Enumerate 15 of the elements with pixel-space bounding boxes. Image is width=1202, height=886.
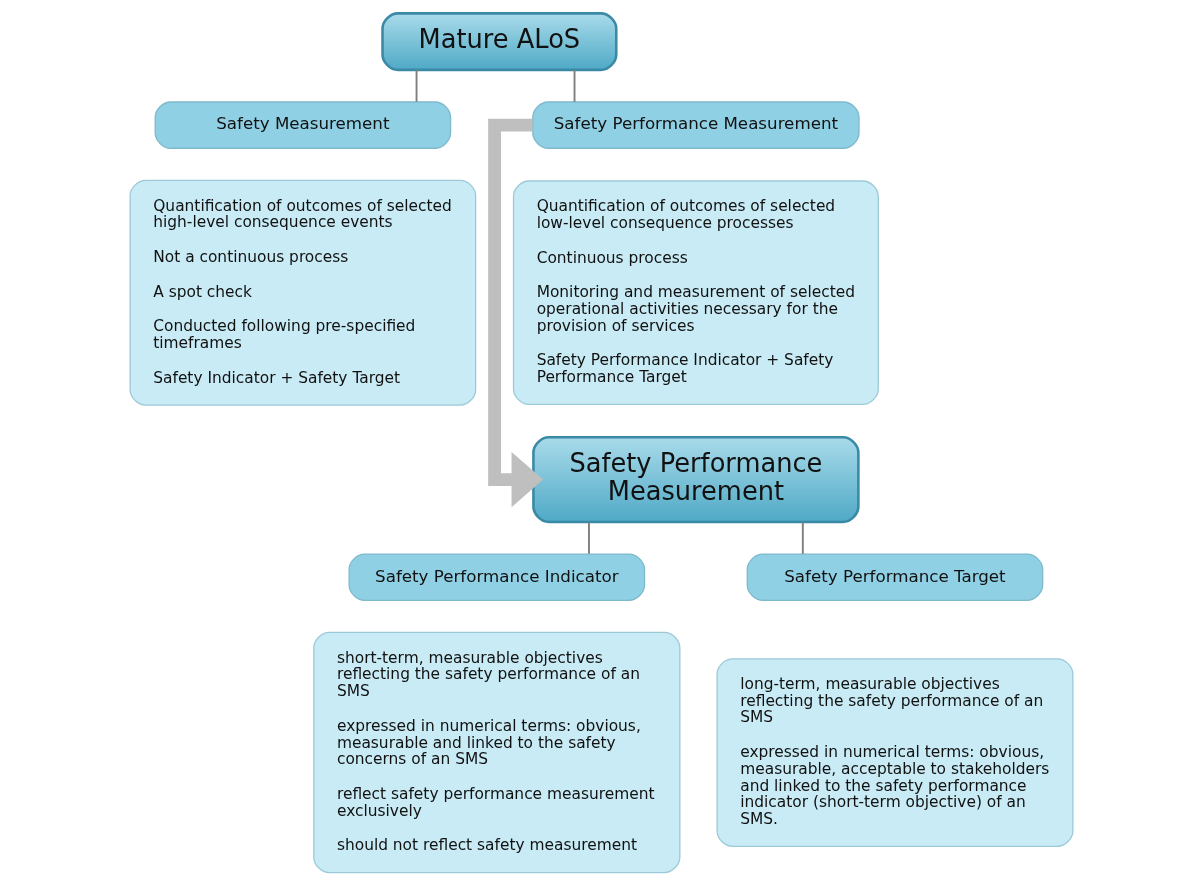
node-box: Quantification of outcomes of selected low-level consequence processes Continuous process Monitoring and measurement of selected operational activities necessary for the provision of services Safety Performance Indicator + Safety Performance Target <box>512 180 879 406</box>
node-box: Safety Performance Measurement <box>531 101 860 149</box>
node-box: Mature ALoS <box>380 12 618 72</box>
node-box: Safety Performance Measurement <box>531 435 860 524</box>
node-box: short-term, measurable objectives reflecting the safety performance of an SMS expressed in numerical terms: obvious, measurable and linked to the safety concerns of an SMS reflect safety performance measurement exclusively should not reflect safety measurement <box>312 631 680 874</box>
node-box: long-term, measurable objectives reflecting the safety performance of an SMS expressed in numerical terms: obvious, measurable, acceptable to stakeholders and linked to the safety performance indicator (short-term objective) of an SMS. <box>715 658 1073 847</box>
node-box: Safety Performance Target <box>746 553 1043 601</box>
arrow <box>487 118 543 508</box>
connector <box>573 68 575 103</box>
node-box: Safety Measurement <box>154 101 451 149</box>
connector <box>587 521 590 555</box>
connector <box>801 521 804 555</box>
node-box: Safety Performance Indicator <box>348 553 645 601</box>
connector <box>415 68 417 103</box>
node-box: Quantification of outcomes of selected high-level consequence events Not a continuous process A spot check Conducted following pre-specified timeframes Safety Indicator + Safety Target <box>129 179 476 406</box>
